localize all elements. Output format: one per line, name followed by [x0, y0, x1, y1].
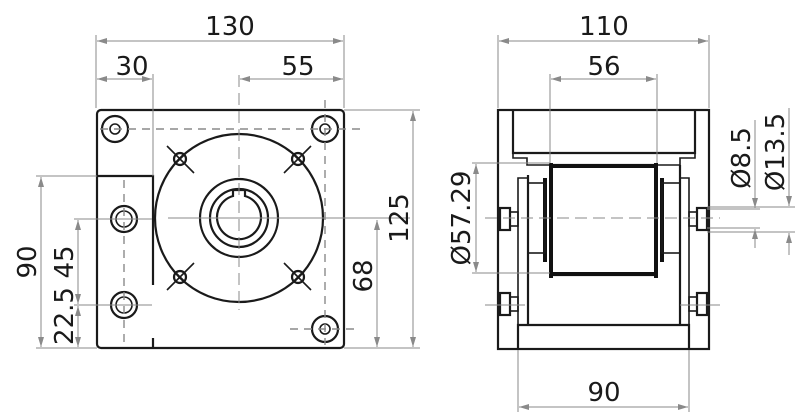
dim-overall-height: 125 — [385, 193, 415, 243]
dim-left-offset: 30 — [115, 52, 148, 82]
dim-base-width: 90 — [587, 378, 620, 408]
dim-mount-hole-spacing: 45 — [50, 245, 80, 278]
side-view: 110 56 Ø57.29 Ø8.5 Ø13.5 90 — [447, 12, 795, 412]
dim-side-overall-width: 110 — [579, 12, 629, 42]
housing-outline — [95, 108, 346, 350]
dim-drum-width: 56 — [587, 52, 620, 82]
dim-left-height: 90 — [13, 245, 43, 278]
dim-right-offset: 55 — [281, 52, 314, 82]
dim-overall-width: 130 — [205, 12, 255, 42]
side-plate-edge — [97, 174, 155, 285]
dim-bolt-diameter: Ø8.5 — [727, 127, 757, 189]
side-bolt-icon — [498, 206, 519, 232]
side-bolt-icon — [688, 206, 709, 232]
side-bolt-icon — [688, 291, 709, 317]
dim-bottom-hole-height: 22.5 — [50, 287, 80, 345]
flange-bolt-icon — [283, 145, 312, 174]
side-bolt-icon — [498, 291, 519, 317]
dim-drum-diameter: Ø57.29 — [447, 171, 477, 266]
keyed-shaft-icon — [215, 188, 263, 241]
dim-boss-diameter: Ø13.5 — [761, 113, 791, 191]
dim-shaft-center-height: 68 — [349, 259, 379, 292]
flange-bolt-icon — [283, 262, 312, 291]
flange-bolt-icon — [166, 262, 195, 291]
side-housing-outline — [496, 108, 711, 351]
flange-bolt-icon — [166, 145, 195, 174]
drum-body — [549, 163, 658, 277]
front-view: 130 30 55 125 68 90 45 22.5 — [13, 12, 420, 350]
